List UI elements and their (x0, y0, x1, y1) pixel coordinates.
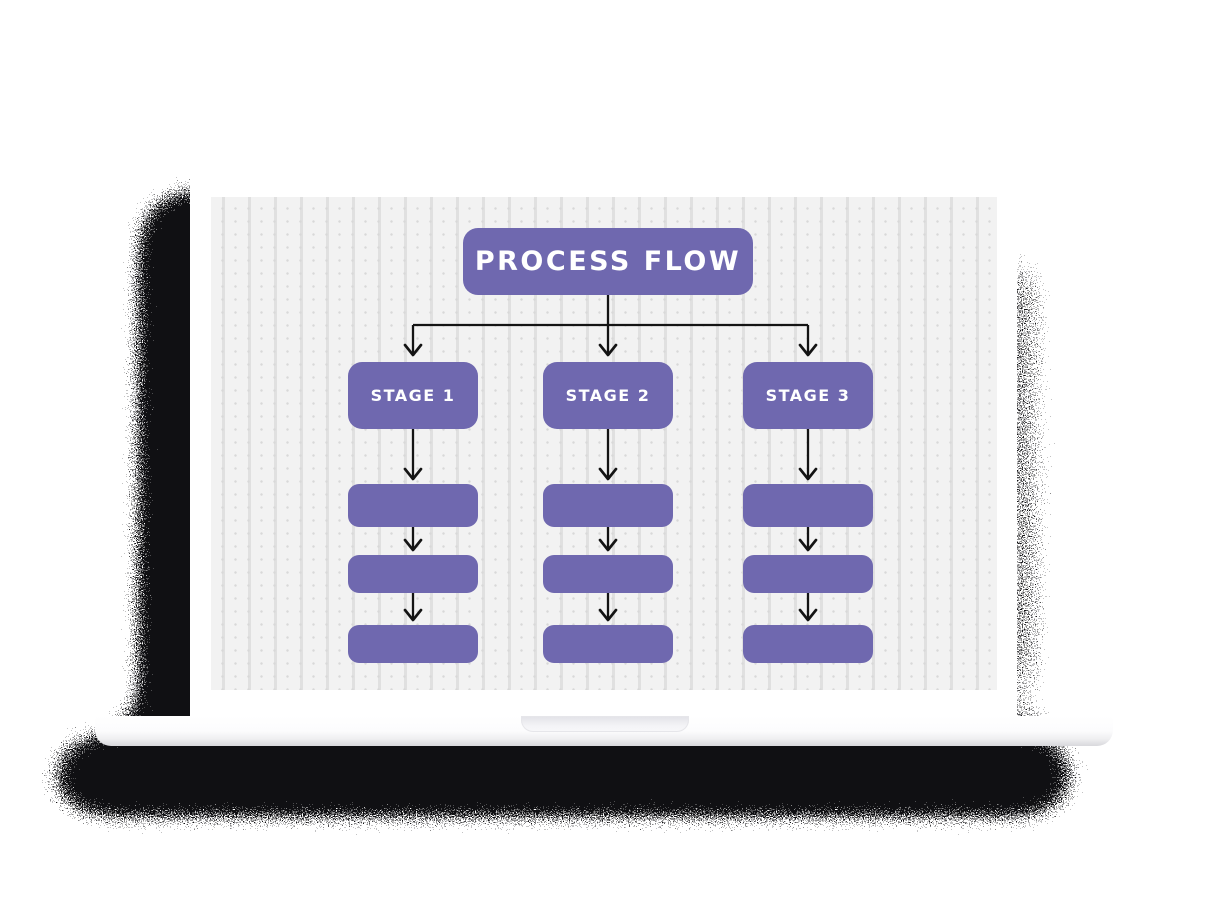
arrowhead-icon (598, 608, 618, 622)
arrowhead-icon (598, 343, 618, 357)
stage-2-step-2 (543, 555, 673, 593)
flowchart-canvas: PROCESS FLOW STAGE 1 STAGE 2 STAGE 3 (211, 197, 997, 690)
stage-1-step-2 (348, 555, 478, 593)
stage-3-node: STAGE 3 (743, 362, 873, 429)
arrowhead-icon (798, 467, 818, 481)
stage-1-node: STAGE 1 (348, 362, 478, 429)
arrowhead-icon (598, 538, 618, 552)
stage-3-step-3 (743, 625, 873, 663)
flowchart-title-node: PROCESS FLOW (463, 228, 753, 295)
stage-3-label: STAGE 3 (765, 386, 851, 405)
stage-3-step-1 (743, 484, 873, 527)
stage-2-step-3 (543, 625, 673, 663)
laptop-base-notch (521, 716, 689, 732)
laptop-screen: PROCESS FLOW STAGE 1 STAGE 2 STAGE 3 (190, 163, 1017, 716)
arrowhead-icon (403, 467, 423, 481)
stage-1-step-1 (348, 484, 478, 527)
stage-2-step-1 (543, 484, 673, 527)
stage-3-step-2 (743, 555, 873, 593)
stage-1-label: STAGE 1 (370, 386, 456, 405)
arrowhead-icon (798, 343, 818, 357)
flowchart-connectors (403, 295, 818, 622)
arrowhead-icon (403, 343, 423, 357)
stage-2-label: STAGE 2 (565, 386, 651, 405)
arrowhead-icon (798, 538, 818, 552)
stage-2-node: STAGE 2 (543, 362, 673, 429)
arrowhead-icon (403, 608, 423, 622)
arrowhead-icon (598, 467, 618, 481)
laptop-base (95, 716, 1113, 746)
flowchart-title-label: PROCESS FLOW (474, 246, 742, 277)
stage-1-step-3 (348, 625, 478, 663)
arrowhead-icon (798, 608, 818, 622)
arrowhead-icon (403, 538, 423, 552)
